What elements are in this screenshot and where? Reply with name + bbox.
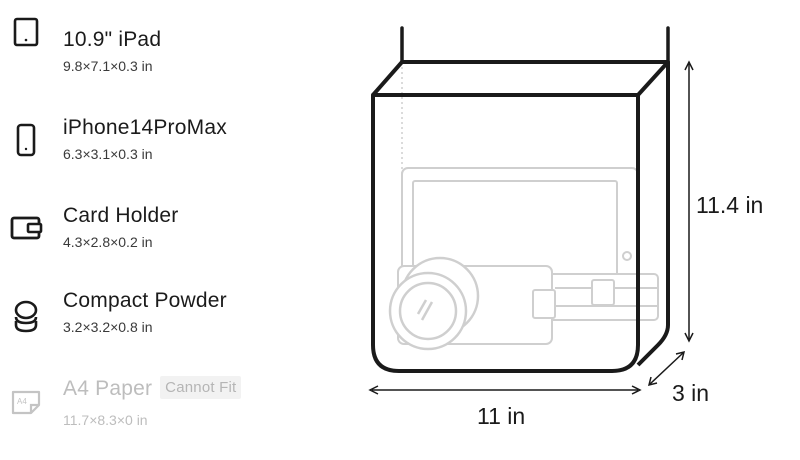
a4-paper-icon: A4 <box>6 382 46 422</box>
item-dimensions: 9.8×7.1×0.3 in <box>63 58 153 74</box>
phone-icon <box>6 120 46 160</box>
item-dimensions: 6.3×3.1×0.3 in <box>63 146 153 162</box>
item-name: Compact Powder <box>63 289 227 312</box>
tablet-icon <box>6 12 46 52</box>
item-name: A4 Paper Cannot Fit <box>63 376 242 401</box>
item-dimensions: 3.2×3.2×0.8 in <box>63 319 153 335</box>
compact-powder-outline <box>388 256 480 351</box>
wallet-icon <box>6 208 46 248</box>
height-label: 11.4 in <box>696 192 764 218</box>
bag-illustration <box>368 26 694 395</box>
list-item-iphone[interactable]: iPhone14ProMax 6.3×3.1×0.3 in <box>0 116 330 186</box>
item-dimensions: 11.7×8.3×0 in <box>63 412 148 428</box>
item-dimensions: 4.3×2.8×0.2 in <box>63 234 153 250</box>
height-dimension-arrow <box>684 60 694 343</box>
item-list: 10.9" iPad 9.8×7.1×0.3 in iPhone14ProMax… <box>0 0 330 455</box>
list-item-ipad[interactable]: 10.9" iPad 9.8×7.1×0.3 in <box>0 17 330 98</box>
list-item-a4-paper[interactable]: A4 A4 Paper Cannot Fit 11.7×8.3×0 in <box>0 376 330 446</box>
bag-side-face <box>371 60 670 367</box>
depth-label: 3 in <box>672 380 710 406</box>
item-name: Card Holder <box>63 204 179 227</box>
width-label: 11 in <box>477 403 526 429</box>
list-item-compact-powder[interactable]: Compact Powder 3.2×3.2×0.8 in <box>0 289 330 359</box>
depth-dimension-arrow <box>647 350 686 387</box>
bag-diagram: 11.4 in 3 in 11 in <box>340 0 800 455</box>
phone-outline <box>537 273 659 321</box>
cannot-fit-badge: Cannot Fit <box>160 376 242 399</box>
a4-icon-text: A4 <box>17 397 27 406</box>
width-dimension-arrow <box>368 385 642 395</box>
item-name: 10.9" iPad <box>63 28 162 51</box>
list-item-card-holder[interactable]: Card Holder 4.3×2.8×0.2 in <box>0 204 330 274</box>
compact-icon <box>6 297 46 337</box>
bag-top-edge <box>636 60 670 97</box>
item-name: iPhone14ProMax <box>63 116 227 139</box>
bag-front-face <box>371 93 640 373</box>
item-name-text: A4 Paper <box>63 377 153 400</box>
